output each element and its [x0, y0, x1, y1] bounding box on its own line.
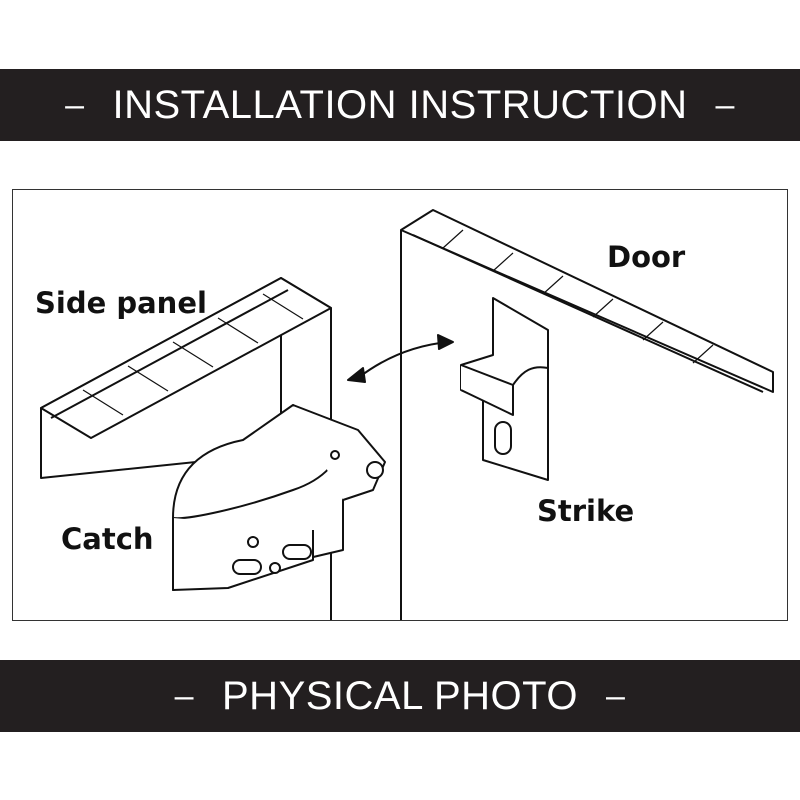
door-shape [400, 209, 774, 620]
installation-title: INSTALLATION INSTRUCTION [112, 82, 688, 127]
physical-photo-title: PHYSICAL PHOTO [222, 673, 578, 718]
label-side-panel: Side panel [35, 286, 207, 320]
banner-dash-left: – [65, 85, 85, 124]
banner-dash-left: – [174, 676, 194, 715]
catch-shape [172, 404, 386, 591]
installation-diagram: Side panel Door Catch Strike [12, 189, 788, 621]
diagram-drawing [40, 209, 774, 620]
label-strike: Strike [537, 494, 635, 528]
swing-arrow [347, 334, 454, 383]
strike-shape [460, 297, 549, 481]
banner-dash-right: – [605, 676, 626, 715]
banner-dash-right: – [715, 85, 735, 124]
label-catch: Catch [61, 522, 154, 556]
installation-banner: – INSTALLATION INSTRUCTION – [0, 69, 800, 141]
label-door: Door [607, 240, 686, 274]
physical-photo-banner: – PHYSICAL PHOTO – [0, 660, 800, 732]
